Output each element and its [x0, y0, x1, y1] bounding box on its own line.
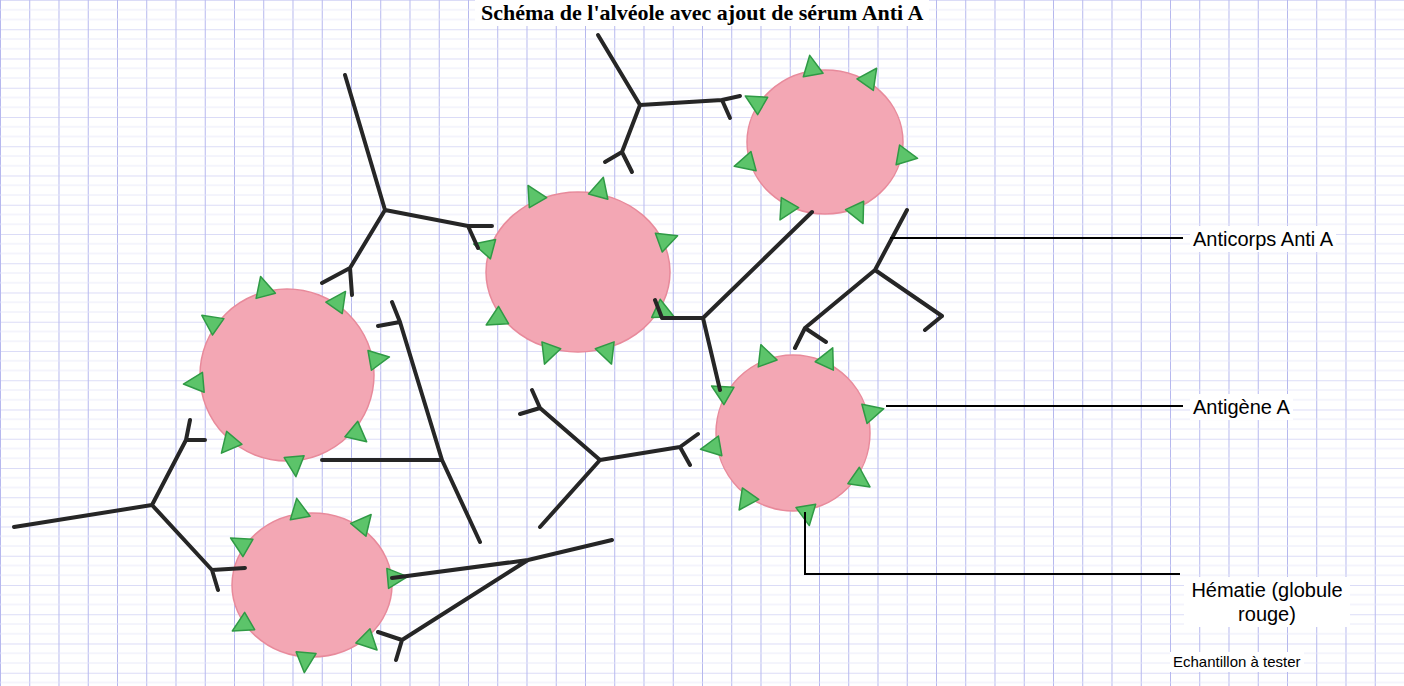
- antigens: [183, 54, 920, 674]
- red-blood-cells: [200, 70, 903, 657]
- note-label: Echantillon à tester: [1170, 652, 1304, 672]
- leader-lines: [805, 238, 1183, 574]
- callout-label: Hématie (globule rouge): [1184, 577, 1350, 627]
- callout-label: Antigène A: [1190, 394, 1293, 420]
- antibodies: [14, 35, 942, 660]
- callout-label: Anticorps Anti A: [1190, 226, 1336, 252]
- diagram-title: Schéma de l'alvéole avec ajout de sérum …: [475, 0, 929, 26]
